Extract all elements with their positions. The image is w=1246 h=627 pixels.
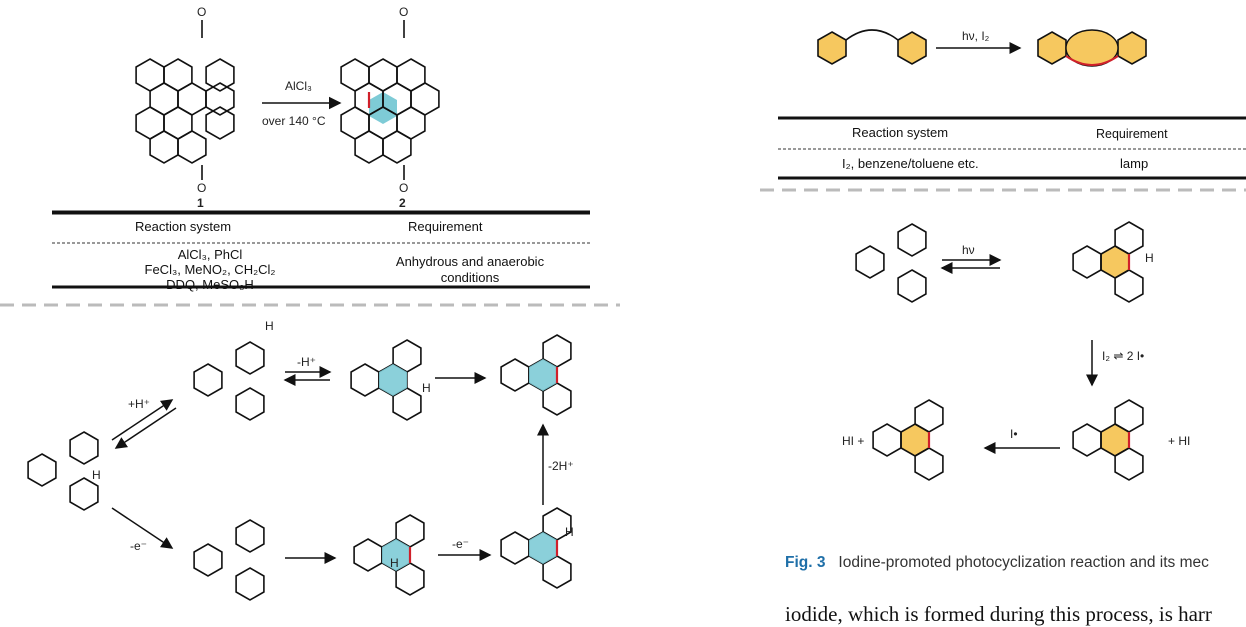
proton-loss-label: -2H⁺ bbox=[548, 459, 574, 473]
figure-caption-text: Iodine-promoted photocyclization reactio… bbox=[838, 554, 1209, 571]
system-line: FeCl₃, MeNO₂, CH₂Cl₂ bbox=[144, 262, 276, 277]
system-line: DDQ, MeSO₃H bbox=[166, 277, 254, 292]
oxidation-label: -e⁻ bbox=[130, 539, 147, 553]
table-requirement-cell: lamp bbox=[1120, 156, 1149, 171]
hydrogen-label: H bbox=[390, 556, 399, 570]
figure-caption: Fig. 3 Iodine-promoted photocyclization … bbox=[785, 554, 1246, 572]
reagent-label: AlCl₃ bbox=[285, 79, 312, 93]
hi-byproduct-label: HI + bbox=[842, 434, 864, 448]
compound-2-structure bbox=[340, 20, 440, 180]
table-header-system: Reaction system bbox=[135, 219, 232, 234]
table-requirement-cell: Anhydrous and anaerobic conditions bbox=[370, 254, 570, 286]
table-header-requirement: Requirement bbox=[1096, 127, 1168, 141]
oxygen-label: O bbox=[399, 181, 408, 195]
hydrogen-label: H bbox=[1145, 251, 1154, 265]
body-paragraph: iodide, which is formed during this proc… bbox=[785, 602, 1212, 626]
protonation-label: +H⁺ bbox=[128, 397, 150, 411]
table-system-cell: AlCl₃, PhCl FeCl₃, MeNO₂, CH₂Cl₂ DDQ, Me… bbox=[120, 247, 300, 292]
scholl-reaction-scheme: O O 1 AlCl₃ over 140 °C O O 2 bbox=[0, 5, 620, 601]
scholl-mechanism bbox=[27, 334, 572, 601]
compound-2-label: 2 bbox=[399, 196, 406, 210]
table-header-system: Reaction system bbox=[852, 125, 949, 140]
condition-label: over 140 °C bbox=[262, 114, 326, 128]
stilbene-reaction bbox=[817, 29, 1147, 67]
table-system-cell: I₂, benzene/toluene etc. bbox=[842, 156, 979, 171]
compound-1-structure bbox=[135, 20, 235, 180]
hv-label: hν bbox=[962, 243, 975, 257]
requirement-line: Anhydrous and anaerobic bbox=[395, 254, 545, 269]
requirement-line: conditions bbox=[440, 270, 500, 285]
system-line: AlCl₃, PhCl bbox=[177, 247, 243, 262]
hydrogen-label: H bbox=[565, 525, 574, 539]
iodine-radical-label: I• bbox=[1010, 427, 1018, 441]
hydrogen-label: H bbox=[92, 468, 101, 482]
hi-byproduct-label: + HI bbox=[1168, 434, 1190, 448]
photo-reagent-label: hν, I₂ bbox=[962, 29, 990, 43]
deprotonation-label: -H⁺ bbox=[297, 355, 316, 369]
hydrogen-label: H bbox=[422, 381, 431, 395]
iodine-equilibrium-label: I₂ ⇌ 2 I• bbox=[1102, 349, 1144, 363]
photocyclization-scheme: hν, I₂ hν H I₂ ⇌ 2 I• I• HI + + HI bbox=[760, 29, 1246, 481]
figure-label: Fig. 3 bbox=[785, 554, 826, 571]
oxygen-label: O bbox=[399, 5, 408, 19]
oxygen-label: O bbox=[197, 181, 206, 195]
photocyclization-mechanism bbox=[855, 221, 1144, 481]
oxygen-label: O bbox=[197, 5, 206, 19]
hydrogen-label: H bbox=[265, 319, 274, 333]
table-header-requirement: Requirement bbox=[408, 219, 483, 234]
compound-1-label: 1 bbox=[197, 196, 204, 210]
oxidation-label: -e⁻ bbox=[452, 537, 469, 551]
